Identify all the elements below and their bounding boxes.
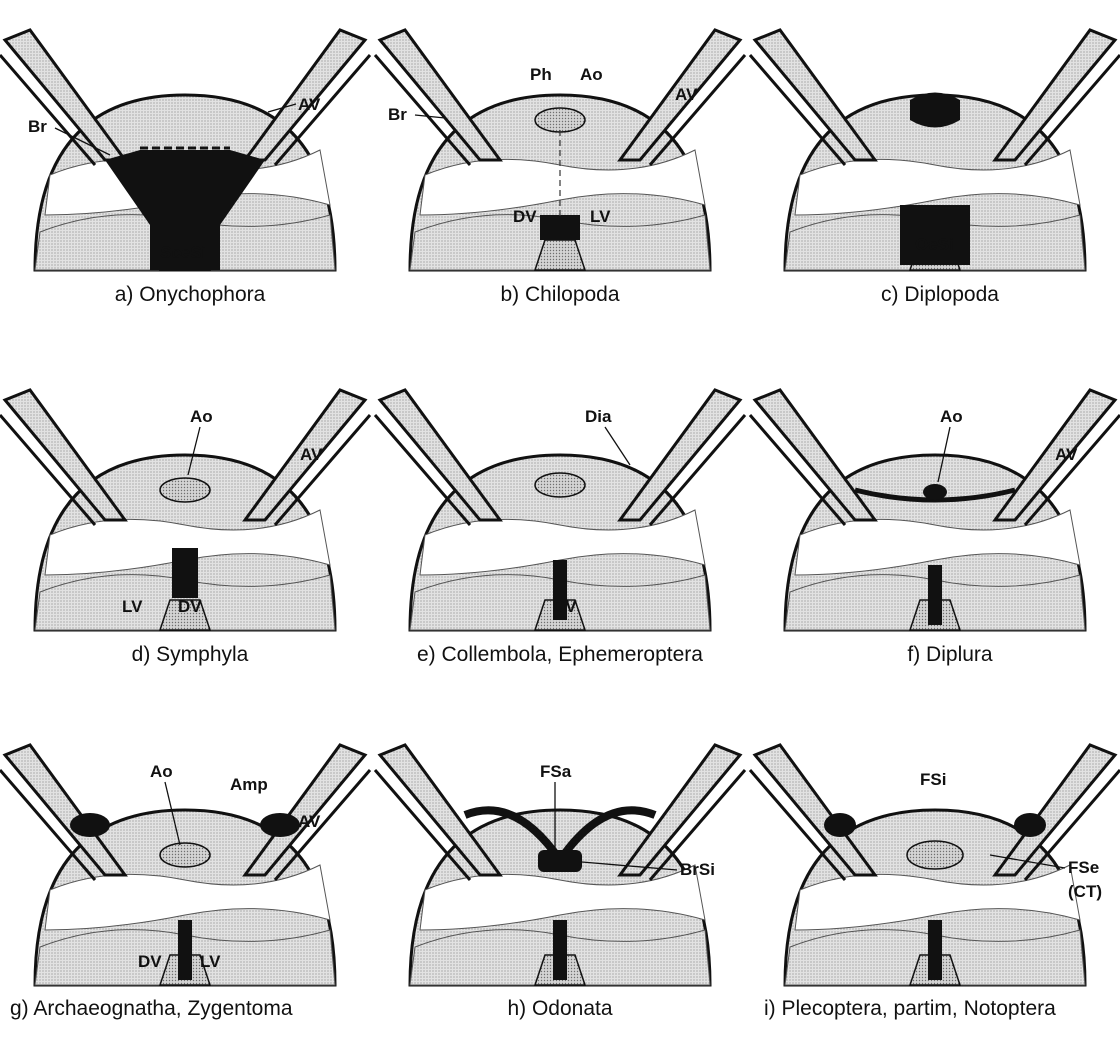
label-amp: Amp bbox=[230, 775, 268, 794]
caption-i: i) Plecoptera, partim, Notoptera bbox=[764, 997, 1120, 1021]
antenna-left bbox=[755, 390, 875, 520]
antenna-right bbox=[620, 390, 740, 520]
label-dia: Dia bbox=[585, 407, 612, 426]
dorsal-vessel bbox=[172, 548, 198, 598]
label-av: AV bbox=[1055, 445, 1078, 464]
dorsal-vessel bbox=[928, 920, 942, 980]
caption-b: b) Chilopoda bbox=[460, 283, 660, 307]
aorta bbox=[535, 473, 585, 497]
frontal-sac bbox=[907, 841, 963, 869]
label-ao: Ao bbox=[190, 407, 213, 426]
label-av: AV bbox=[675, 85, 698, 104]
pharynx bbox=[535, 108, 585, 132]
label-av: AV bbox=[300, 445, 323, 464]
antenna-left bbox=[380, 390, 500, 520]
antenna-left bbox=[5, 30, 125, 160]
ampulla-left bbox=[824, 813, 856, 837]
caption-a: a) Onychophora bbox=[80, 283, 300, 307]
caption-c: c) Diplopoda bbox=[840, 283, 1040, 307]
label-dv: DV bbox=[178, 597, 202, 616]
aorta bbox=[923, 484, 947, 500]
ampulla-right bbox=[260, 813, 300, 837]
panel-a: Br AV SceSi bbox=[0, 30, 370, 270]
label-ao: Ao bbox=[150, 762, 173, 781]
label-br: Br bbox=[28, 117, 47, 136]
panel-c: OeSi bbox=[750, 30, 1120, 270]
label-oesi: OeSi bbox=[915, 235, 954, 254]
label-ao: Ao bbox=[940, 407, 963, 426]
caption-g: g) Archaeognatha, Zygentoma bbox=[10, 997, 340, 1021]
label-dv: DV bbox=[513, 207, 537, 226]
antenna-right bbox=[245, 745, 365, 875]
label-lv: LV bbox=[590, 207, 611, 226]
label-dv: DV bbox=[138, 952, 162, 971]
dorsal-vessel bbox=[553, 920, 567, 980]
label-fse: FSe bbox=[1068, 858, 1099, 877]
caption-e: e) Collembola, Ephemeroptera bbox=[400, 643, 720, 667]
caption-f: f) Diplura bbox=[860, 643, 1040, 667]
ampulla-left bbox=[70, 813, 110, 837]
aorta-bulb bbox=[910, 93, 960, 128]
antenna-left bbox=[5, 745, 125, 875]
antenna-left bbox=[5, 390, 125, 520]
antenna-right bbox=[995, 745, 1115, 875]
caption-d: d) Symphyla bbox=[90, 643, 290, 667]
label-ao: Ao bbox=[580, 65, 603, 84]
label-scesi: SceSi bbox=[160, 243, 206, 262]
aorta bbox=[160, 843, 210, 867]
dorsal-vessel bbox=[540, 215, 580, 240]
label-lv: LV bbox=[200, 952, 221, 971]
label-brsi: BrSi bbox=[680, 860, 715, 879]
aorta bbox=[160, 478, 210, 502]
antenna-left bbox=[755, 30, 875, 160]
label-ph: Ph bbox=[530, 65, 552, 84]
antenna-right bbox=[995, 30, 1115, 160]
label-av: AV bbox=[298, 812, 321, 831]
antenna-left bbox=[380, 30, 500, 160]
label-ct: (CT) bbox=[1068, 882, 1102, 901]
label-fsi: FSi bbox=[920, 770, 946, 789]
dorsal-vessel bbox=[178, 920, 192, 980]
label-av: AV bbox=[298, 95, 321, 114]
label-fsa: FSa bbox=[540, 762, 572, 781]
caption-h: h) Odonata bbox=[480, 997, 640, 1021]
label-br: Br bbox=[388, 105, 407, 124]
frontal-sac bbox=[538, 850, 582, 872]
dorsal-vessel bbox=[928, 565, 942, 625]
label-dv: DV bbox=[553, 597, 577, 616]
antenna-left bbox=[755, 745, 875, 875]
label-lv: LV bbox=[122, 597, 143, 616]
ampulla-right bbox=[1014, 813, 1046, 837]
